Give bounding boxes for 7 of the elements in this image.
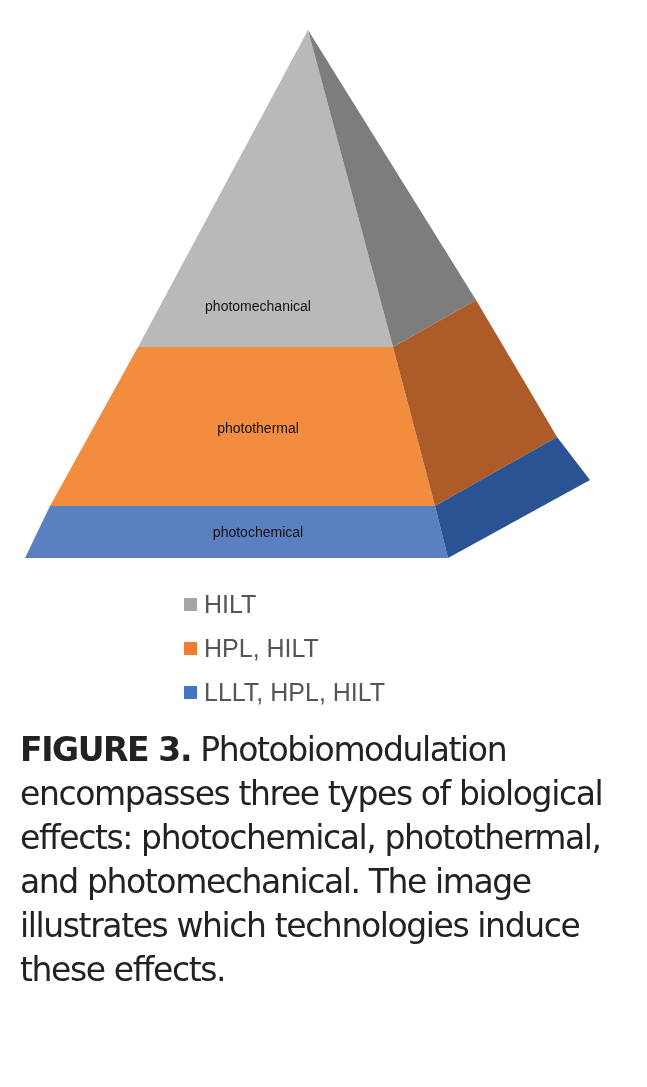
legend-label: HILT (204, 590, 257, 619)
legend-label: HPL, HILT (204, 634, 319, 663)
layer-label: photothermal (217, 420, 299, 436)
figure-caption: FIGURE 3. Photobiomodulation encompasses three types of biological effects: photochemical, photothermal, and photomechanical. The image illustrates which technologies induce these effects. (20, 729, 604, 991)
layer-label: photochemical (212, 524, 304, 540)
legend-label: LLLT, HPL, HILT (204, 678, 386, 707)
layer-label: photomechanical (205, 298, 311, 314)
